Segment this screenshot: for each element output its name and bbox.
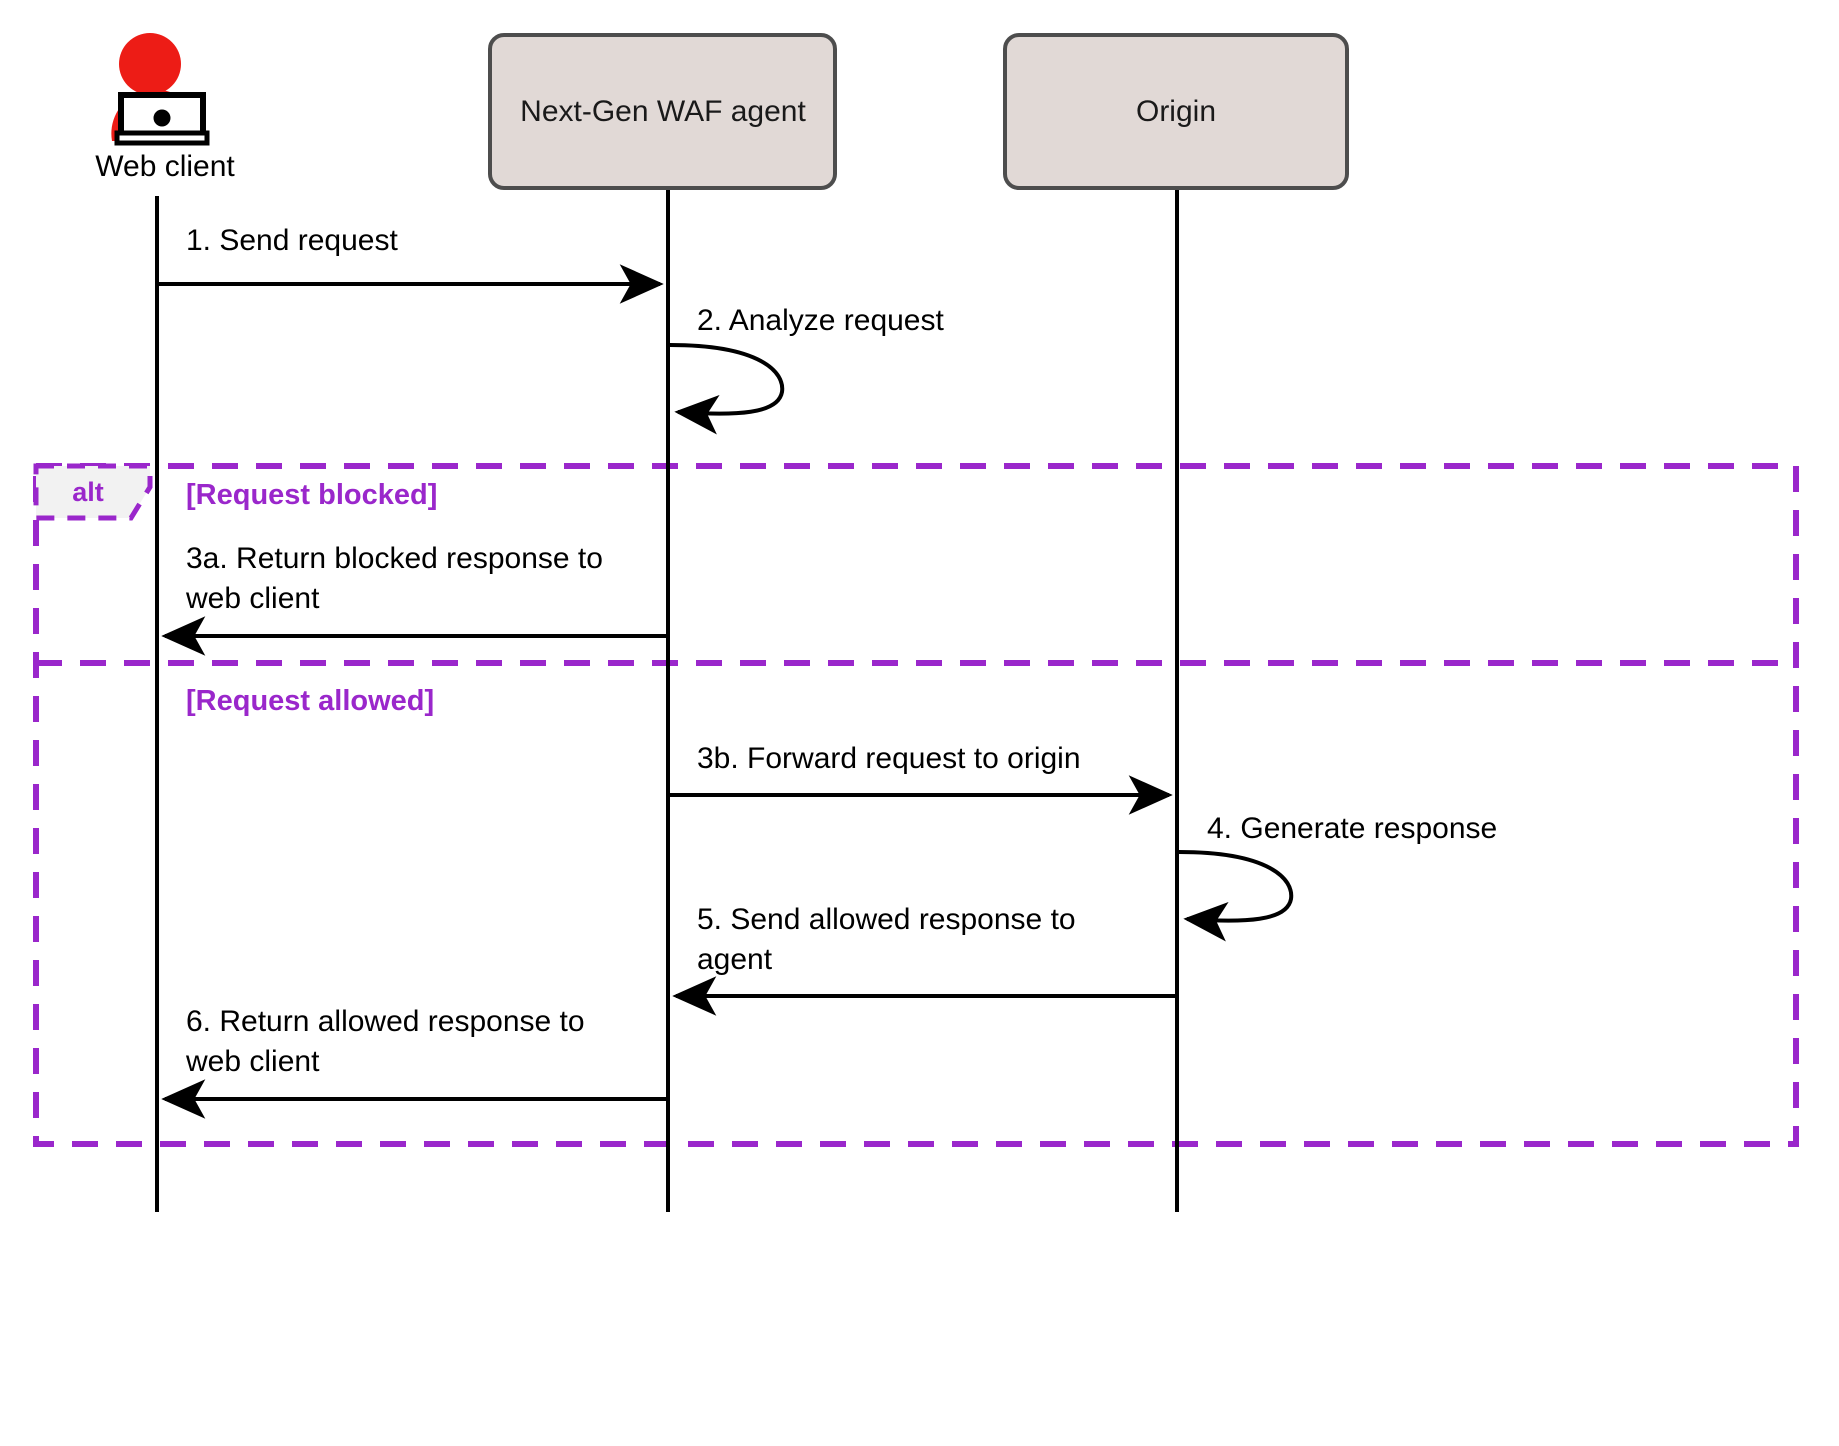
actor-laptop-dot-icon bbox=[153, 109, 171, 127]
actor-laptop-base-icon bbox=[114, 130, 210, 146]
participant-label-origin: Origin bbox=[1136, 95, 1216, 128]
message-4-label: 4. Generate response bbox=[1207, 812, 1497, 845]
message-3a-label-line1: 3a. Return blocked response to bbox=[186, 542, 603, 575]
message-4-self-loop-arrow bbox=[1178, 850, 1294, 942]
message-3b-label: 3b. Forward request to origin bbox=[697, 742, 1081, 775]
participant-web-client[interactable]: Web client bbox=[95, 33, 235, 183]
alt-fragment-border bbox=[33, 463, 1799, 1147]
message-2-self-loop-arrow bbox=[669, 343, 785, 435]
message-3a-return-blocked-response: 3a. Return blocked response to web clien… bbox=[161, 542, 666, 656]
alt-condition-allowed: [Request allowed] bbox=[186, 685, 434, 717]
person-with-laptop-icon bbox=[111, 33, 210, 146]
participant-box-waf-agent bbox=[488, 33, 837, 190]
message-5-send-allowed-response-to-agent: 5. Send allowed response to agent bbox=[672, 903, 1175, 1016]
message-1-send-request: 1. Send request bbox=[159, 224, 664, 304]
alt-operator-tab bbox=[33, 463, 153, 521]
message-3a-label-line2: web client bbox=[185, 582, 320, 615]
lifelines bbox=[155, 188, 1179, 1212]
alt-operator-label: alt bbox=[72, 477, 104, 507]
actor-head-icon bbox=[119, 33, 181, 95]
message-6-label-line2: web client bbox=[185, 1045, 320, 1078]
message-2-label: 2. Analyze request bbox=[697, 304, 944, 337]
alt-condition-blocked: [Request blocked] bbox=[186, 479, 437, 511]
participant-label-web-client: Web client bbox=[95, 150, 235, 183]
message-5-label-line1: 5. Send allowed response to bbox=[697, 903, 1076, 936]
message-6-label-line1: 6. Return allowed response to bbox=[186, 1005, 585, 1038]
message-6-return-allowed-response: 6. Return allowed response to web client bbox=[161, 1005, 666, 1119]
participant-label-waf-agent: Next-Gen WAF agent bbox=[520, 95, 806, 128]
message-1-label: 1. Send request bbox=[186, 224, 398, 257]
participant-waf-agent[interactable]: Next-Gen WAF agent bbox=[488, 33, 837, 190]
participant-origin[interactable]: Origin bbox=[1003, 33, 1349, 190]
participant-box-origin bbox=[1003, 33, 1349, 190]
message-2-analyze-request: 2. Analyze request bbox=[669, 304, 944, 435]
message-3b-forward-request-to-origin: 3b. Forward request to origin bbox=[670, 742, 1173, 815]
message-4-generate-response: 4. Generate response bbox=[1178, 812, 1497, 942]
message-5-label-line2: agent bbox=[697, 943, 773, 976]
alt-fragment: alt [Request blocked] [Request allowed] bbox=[33, 463, 1799, 1147]
